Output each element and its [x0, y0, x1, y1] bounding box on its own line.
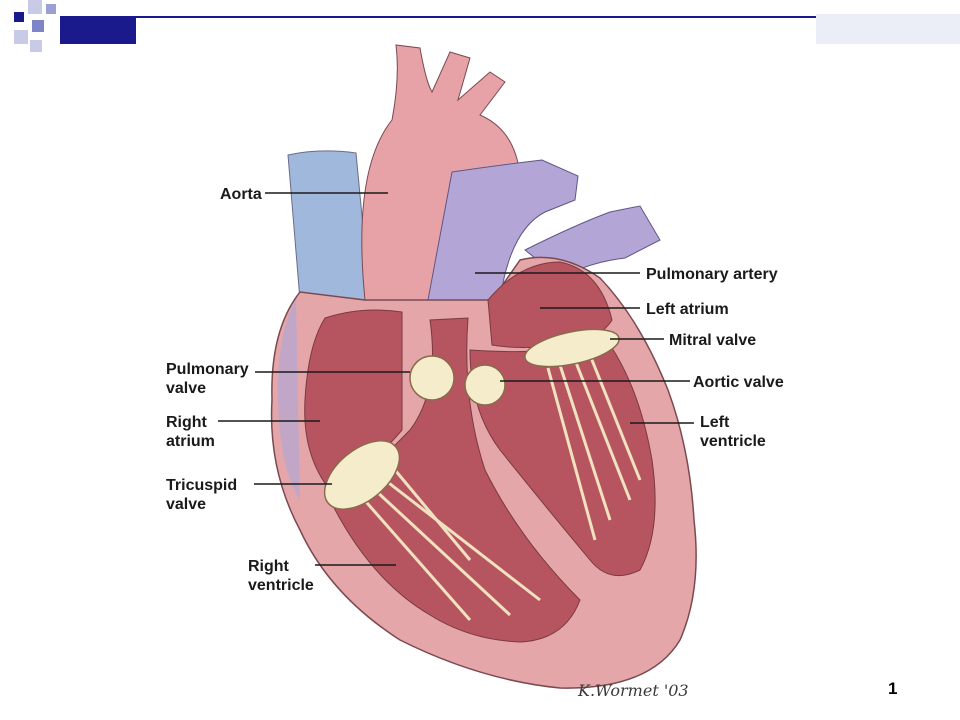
deco-square [28, 0, 42, 14]
label-tricuspid-valve-line2: valve [166, 496, 206, 513]
right-ventricle-chamber [329, 317, 581, 643]
deco-bar [60, 16, 136, 44]
right-side-wall [277, 292, 300, 500]
slide-header-decoration [14, 0, 960, 52]
label-pulmonary-artery: Pulmonary artery [646, 266, 778, 283]
tricuspid-valve [323, 440, 401, 510]
label-mitral-valve: Mitral valve [669, 332, 756, 349]
chordae-tendineae [358, 354, 642, 621]
page-number: 1 [888, 679, 898, 698]
artist-signature: K.Wormet '03 [577, 681, 689, 700]
deco-square [30, 40, 42, 52]
label-pulmonary-valve-line1: Pulmonary [166, 361, 249, 378]
label-right-ventricle-line2: ventricle [248, 577, 314, 594]
pulmonary-trunk [427, 159, 579, 301]
mitral-valve [524, 328, 620, 368]
label-aortic-valve: Aortic valve [693, 374, 784, 391]
leader-lines [218, 192, 694, 566]
label-right-atrium-line2: atrium [166, 433, 215, 450]
superior-vena-cava [287, 150, 371, 301]
label-aorta: Aorta [220, 186, 262, 203]
label-right-atrium-line1: Right [166, 414, 208, 431]
label-left-atrium: Left atrium [646, 301, 729, 318]
deco-fade [816, 14, 960, 44]
label-left-ventricle-line2: ventricle [700, 433, 766, 450]
aortic-valve [464, 364, 506, 406]
deco-line [136, 16, 816, 18]
deco-square [32, 20, 44, 32]
label-left-ventricle-line1: Left [700, 414, 730, 431]
label-tricuspid-valve-line1: Tricuspid [166, 477, 237, 494]
deco-square [14, 12, 24, 22]
deco-square [46, 4, 56, 14]
pulmonary-valve [409, 355, 455, 401]
label-right-ventricle-line1: Right [248, 558, 290, 575]
label-pulmonary-valve-line2: valve [166, 380, 206, 397]
deco-square [14, 30, 28, 44]
